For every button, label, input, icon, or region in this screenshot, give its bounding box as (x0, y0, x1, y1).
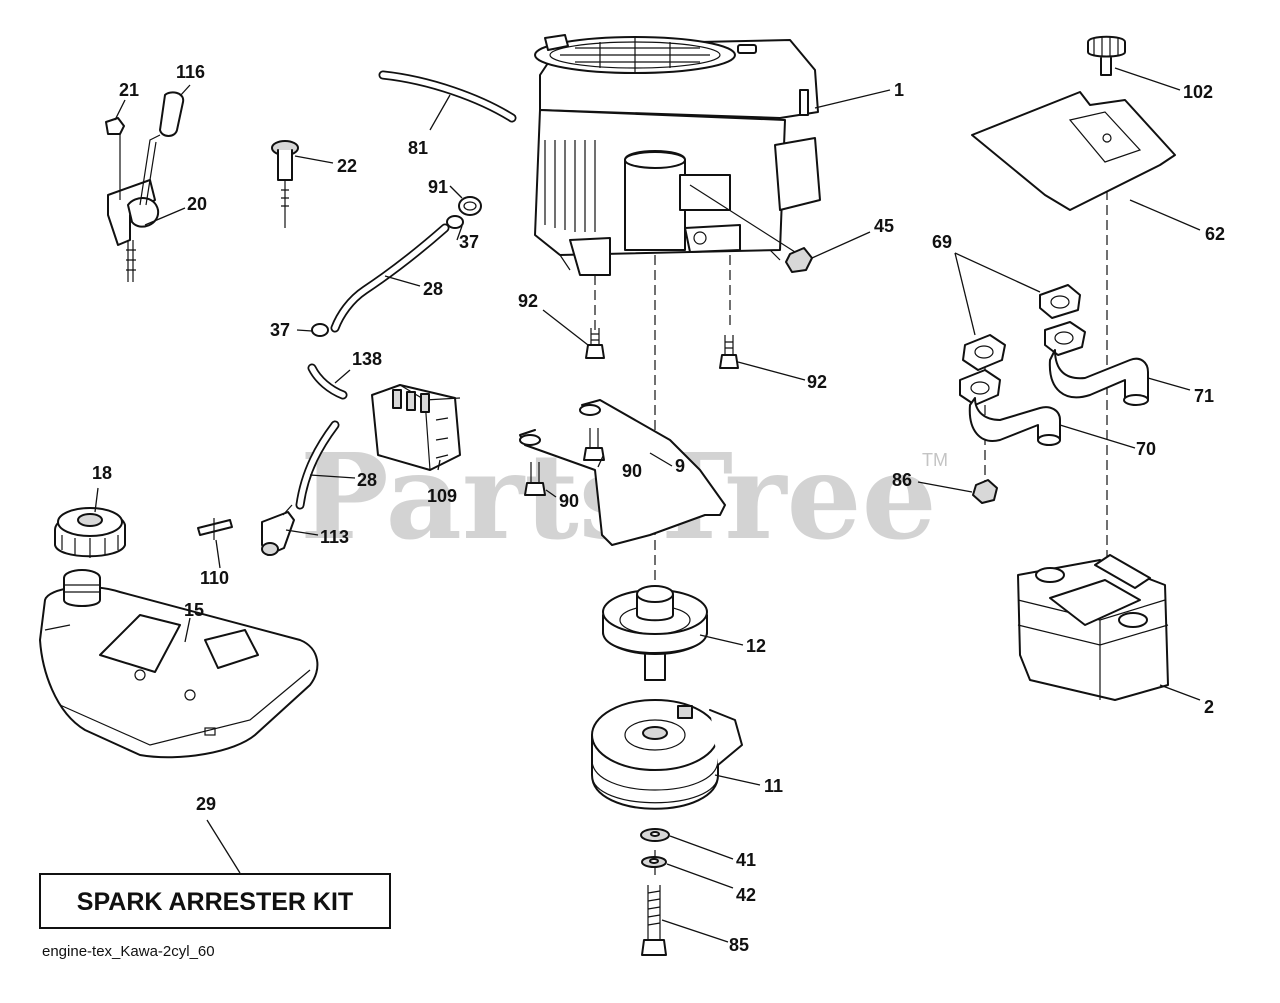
callout-62: 62 (1205, 224, 1225, 244)
bolt-90-upper-part (583, 428, 605, 461)
callout-42: 42 (736, 885, 756, 905)
gasket-69-right-part (1039, 284, 1081, 319)
callout-69: 69 (932, 232, 952, 252)
engine-part (534, 34, 821, 276)
spark-arrester-kit-box: SPARK ARRESTER KIT (39, 873, 391, 929)
bolt-90-lower-part (524, 462, 546, 496)
exhaust-pipe-71-part (1044, 321, 1149, 406)
callout-18: 18 (92, 463, 112, 483)
callout-110: 110 (200, 568, 229, 588)
callout-29: 29 (196, 794, 216, 814)
callout-92-right: 92 (807, 372, 827, 392)
callout-22: 22 (337, 156, 357, 176)
callout-86: 86 (892, 470, 912, 490)
drawing-code: engine-tex_Kawa-2cyl_60 (42, 943, 215, 960)
callout-102: 102 (1183, 82, 1213, 102)
throttle-control-part (105, 91, 185, 282)
callout-138: 138 (352, 349, 382, 369)
clutch-11-part (591, 699, 743, 810)
pulley-12-part (602, 585, 708, 681)
exhaust-pipe-70-part (959, 369, 1061, 446)
knob-102-part (1087, 35, 1126, 76)
callout-15: 15 (184, 600, 204, 620)
fuel-cap-18-part (54, 507, 126, 558)
callout-90-lower: 90 (559, 491, 579, 511)
callout-12: 12 (746, 636, 766, 656)
leader-lines (94, 67, 1201, 943)
bolt-85-part (641, 885, 667, 956)
washer-41-part (640, 828, 670, 842)
gasket-69-left-part (962, 334, 1006, 371)
fuel-tank-15-part (39, 569, 319, 759)
canister-109-part (371, 384, 461, 471)
callout-9: 9 (675, 456, 685, 476)
bolt-92-left-part (585, 328, 605, 359)
callout-2: 2 (1204, 697, 1214, 717)
callout-28-lower: 28 (357, 470, 377, 490)
callout-11: 11 (764, 776, 783, 796)
watermark-trademark: TM (922, 450, 948, 470)
callout-45: 45 (874, 216, 894, 236)
nut-45-part (689, 184, 813, 273)
callout-109: 109 (427, 486, 457, 506)
bracket-9-part (519, 399, 726, 546)
callout-41: 41 (736, 850, 756, 870)
clamp-37-lower-part (311, 323, 329, 337)
callout-labels: 1 2 9 11 12 15 18 20 21 22 28 28 37 37 4… (92, 62, 1225, 955)
callout-28-upper: 28 (423, 279, 443, 299)
fuel-line-28-upper-part (330, 223, 450, 333)
callout-116: 116 (176, 62, 205, 82)
spark-arrester-kit-label: SPARK ARRESTER KIT (77, 888, 353, 916)
callout-81: 81 (408, 138, 428, 158)
callout-85: 85 (729, 935, 749, 955)
fitting-113-part (261, 504, 295, 556)
callout-1: 1 (894, 80, 904, 100)
connector-110-part (197, 518, 233, 540)
callout-37-upper: 37 (459, 232, 479, 252)
clamp-91-part (458, 196, 482, 216)
muffler-2-part (1017, 554, 1169, 701)
callout-37-lower: 37 (270, 320, 290, 340)
fuel-line-28-lower-part (295, 420, 340, 510)
nut-86-part (972, 479, 998, 504)
callout-91: 91 (428, 177, 448, 197)
washer-42-part (641, 856, 667, 868)
heat-shield-62-part (971, 91, 1176, 211)
hose-81-part (378, 70, 517, 123)
callout-71: 71 (1194, 386, 1214, 406)
callout-92-left: 92 (518, 291, 538, 311)
callout-113: 113 (320, 527, 349, 547)
callout-20: 20 (187, 194, 207, 214)
callout-70: 70 (1136, 439, 1156, 459)
callout-21: 21 (119, 80, 139, 100)
callout-90-upper: 90 (622, 461, 642, 481)
clamp-37-upper-part (446, 215, 464, 229)
shutoff-22-part (271, 140, 299, 228)
bolt-92-right-part (719, 335, 739, 369)
hose-138-part (307, 363, 348, 400)
